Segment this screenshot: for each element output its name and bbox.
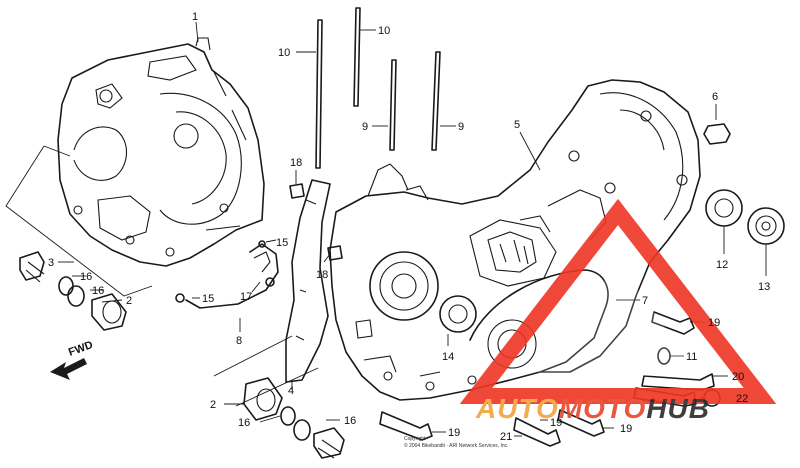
callout: 19 (708, 317, 720, 329)
long-stud-bolts (315, 7, 441, 169)
callout: 5 (514, 119, 520, 131)
dowel-pins (289, 183, 343, 261)
watermark-text: AUTOMOTOHUB (475, 393, 710, 424)
watermark: AUTOMOTOHUB (459, 198, 777, 424)
callout: 7 (642, 295, 648, 307)
callout: 16 (80, 271, 92, 283)
copyright-line-2: © 2004 Bikebandit · ARI Network Services… (404, 442, 509, 449)
callout: 21 (500, 431, 512, 443)
right-crankcase (329, 79, 701, 401)
callout: 9 (458, 121, 464, 133)
callout: 16 (238, 417, 250, 429)
watermark-hub: HUB (646, 393, 710, 424)
fwd-arrow: FWD (50, 339, 95, 380)
callout: 18 (290, 157, 302, 169)
leader-lines (58, 21, 767, 437)
callout: 17 (240, 291, 252, 303)
callout: 13 (758, 281, 770, 293)
watermark-triangle-icon (459, 198, 777, 404)
lower-bushing-set (213, 335, 345, 459)
callout: 4 (288, 385, 294, 397)
callout: 1 (192, 11, 198, 23)
callouts: 1 10 10 9 9 5 6 3 16 16 2 18 18 15 15 17… (48, 11, 770, 443)
bearings-right (703, 123, 785, 245)
callout: 12 (716, 259, 728, 271)
callout: 9 (362, 121, 368, 133)
callout: 15 (276, 237, 288, 249)
callout: 8 (236, 335, 242, 347)
copyright-line-1: Copyright (404, 436, 426, 442)
callout: 16 (92, 285, 104, 297)
watermark-moto: MOTO (559, 393, 646, 424)
gasket (285, 179, 331, 383)
callout: 10 (278, 47, 290, 59)
callout: 18 (316, 269, 328, 281)
callout: 2 (210, 399, 216, 411)
callout: 22 (736, 393, 748, 405)
callout: 15 (202, 293, 214, 305)
callout: 3 (48, 257, 54, 269)
callout: 14 (442, 351, 454, 363)
watermark-auto: AUTO (475, 393, 559, 424)
left-crankcase (5, 37, 265, 297)
callout: 10 (378, 25, 390, 37)
callout: 19 (550, 417, 562, 429)
left-bushing-set (19, 251, 127, 331)
oil-pipe (175, 240, 279, 309)
callout: 20 (732, 371, 744, 383)
callout: 19 (620, 423, 632, 435)
callout: 6 (712, 91, 718, 103)
callout: 16 (344, 415, 356, 427)
callout: 11 (686, 351, 697, 363)
fwd-label: FWD (67, 339, 95, 359)
callout: 19 (448, 427, 460, 439)
callout: 2 (126, 295, 132, 307)
